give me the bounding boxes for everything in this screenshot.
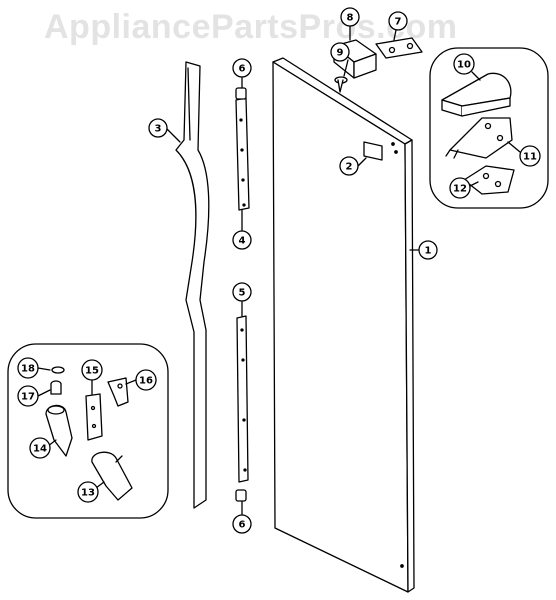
callout-3: 3 — [148, 118, 168, 138]
callout-17: 17 — [17, 385, 39, 407]
svg-text:1: 1 — [425, 246, 432, 257]
callout-6-bottom: 6 — [232, 514, 252, 534]
svg-text:3: 3 — [155, 124, 162, 135]
lower-trim-strip — [236, 315, 249, 483]
svg-text:18: 18 — [21, 364, 35, 375]
svg-text:4: 4 — [239, 236, 246, 247]
svg-text:13: 13 — [81, 488, 95, 499]
callout-16: 16 — [135, 369, 157, 391]
callout-12: 12 — [449, 177, 471, 199]
svg-text:12: 12 — [453, 184, 467, 195]
lower-hinge-inset — [7, 343, 169, 519]
callout-10: 10 — [453, 53, 475, 75]
callout-11: 11 — [519, 145, 541, 167]
svg-text:16: 16 — [139, 376, 153, 387]
svg-text:14: 14 — [33, 444, 47, 455]
svg-text:6: 6 — [239, 520, 246, 531]
callout-13: 13 — [77, 481, 99, 503]
door-label — [363, 141, 383, 161]
svg-text:2: 2 — [346, 162, 353, 173]
callout-14: 14 — [29, 437, 51, 459]
watermark-text: AppliancePartsPros.com — [44, 8, 458, 46]
svg-text:7: 7 — [395, 17, 402, 28]
trim-end-cap-top — [235, 87, 247, 100]
callout-7: 7 — [388, 11, 408, 31]
callout-15: 15 — [81, 359, 103, 381]
svg-text:11: 11 — [523, 152, 537, 163]
door-panel — [272, 57, 415, 593]
svg-text:9: 9 — [337, 48, 344, 59]
callout-1: 1 — [418, 240, 438, 260]
callout-9: 9 — [330, 42, 350, 62]
svg-text:17: 17 — [21, 392, 35, 403]
callout-6-top: 6 — [232, 58, 252, 78]
upper-trim-strip — [235, 97, 250, 211]
callout-18: 18 — [17, 357, 39, 379]
callout-2: 2 — [339, 156, 359, 176]
callout-5: 5 — [232, 282, 252, 302]
svg-text:10: 10 — [457, 60, 471, 71]
svg-text:6: 6 — [239, 64, 246, 75]
trim-end-cap-bottom — [235, 489, 247, 502]
svg-text:5: 5 — [239, 288, 246, 299]
callout-8: 8 — [340, 7, 360, 27]
svg-text:8: 8 — [347, 13, 354, 24]
upper-hinge-inset — [429, 47, 549, 209]
hinge-bracket — [375, 37, 423, 59]
callout-4: 4 — [232, 230, 252, 250]
svg-text:15: 15 — [85, 366, 99, 377]
hinge-screw — [334, 76, 348, 93]
door-handle — [175, 61, 210, 509]
